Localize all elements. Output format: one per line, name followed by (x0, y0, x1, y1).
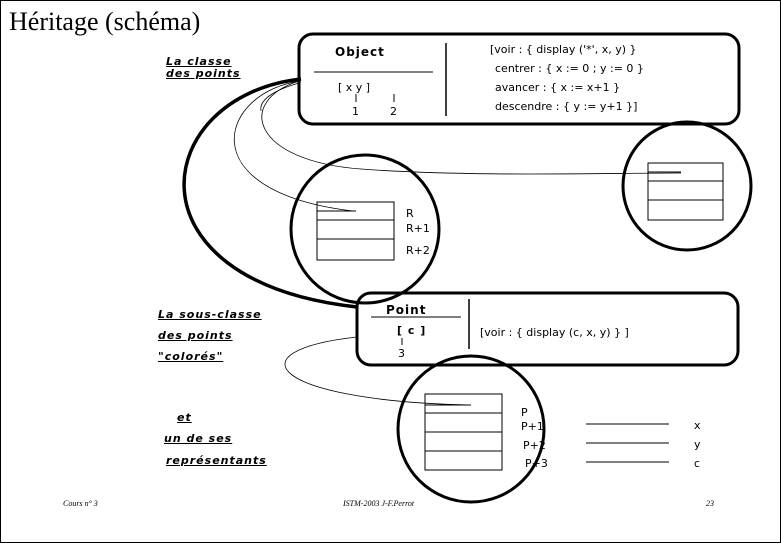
instance2-label-p1: P+1 (521, 420, 544, 433)
footer-course: Cours n° 3 (63, 499, 98, 508)
instance2-label-p: P (521, 406, 528, 419)
instance-label-r1: R+1 (406, 222, 430, 235)
connector-object-to-right (261, 80, 682, 175)
object-class-name: Object (335, 45, 385, 59)
slide-title: Héritage (schéma) (9, 7, 201, 36)
object-method-avancer: avancer : { x := x+1 } (495, 81, 621, 94)
point-class-box (355, 291, 740, 367)
field-name-c: c (694, 457, 701, 470)
instance-circle-right (621, 120, 753, 252)
point-index: 3 (398, 347, 405, 360)
point-fields: [ c ] (397, 324, 427, 337)
label-classe-line-1: La classe (166, 55, 232, 68)
instance-label-r2: R+2 (406, 244, 430, 257)
connector-object-to-middle (233, 80, 354, 212)
label-sous-classe-line-3: "colorés" (158, 350, 224, 363)
connector-point-to-lower (284, 336, 472, 406)
instance-label-r: R (406, 207, 414, 220)
object-method-centrer: centrer : { x := 0 ; y := 0 } (495, 62, 644, 75)
field-name-y: y (694, 438, 701, 451)
field-name-x: x (694, 419, 701, 432)
point-class-name: Point (386, 303, 427, 317)
label-representant-line-3: représentants (166, 454, 267, 467)
instance-circle-middle (289, 153, 441, 305)
footer-page-number: 23 (706, 499, 714, 508)
object-index-2: 2 (390, 105, 397, 118)
label-sous-classe-line-1: La sous-classe (158, 308, 262, 321)
instance-circle-lower (396, 354, 546, 504)
label-representant-line-2: un de ses (164, 432, 233, 445)
object-fields: [ x y ] (338, 81, 371, 94)
point-method-voir: [voir : { display (c, x, y) } ] (480, 326, 629, 339)
object-method-descendre: descendre : { y := y+1 }] (495, 100, 638, 113)
object-index-1: 1 (352, 105, 359, 118)
label-sous-classe-line-2: des points (158, 329, 233, 342)
footer-author: ISTM-2003 J-F.Perrot (343, 499, 415, 508)
object-method-voir: [voir : { display ('*', x, y) } (490, 43, 637, 56)
instance2-label-p3: P+3 (525, 457, 548, 470)
instance2-label-p2: P+2 (523, 439, 546, 452)
label-representant-line-1: et (177, 411, 192, 424)
label-classe-line-2: des points (166, 67, 241, 80)
inheritance-arc (182, 77, 358, 309)
